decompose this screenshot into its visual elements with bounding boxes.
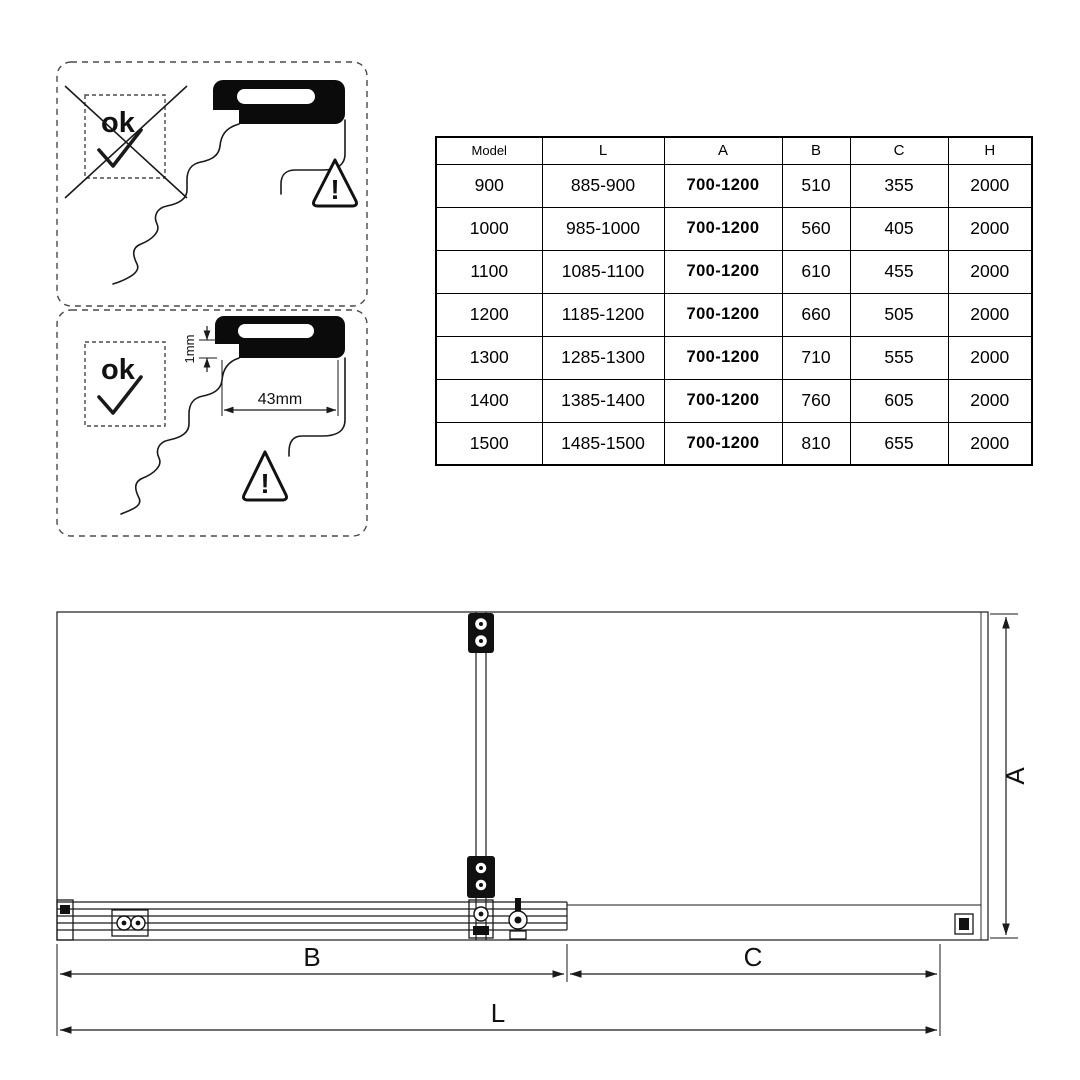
table-cell: 1085-1100 xyxy=(541,249,665,294)
table-cell: 700-1200 xyxy=(663,206,783,251)
header-a: A xyxy=(663,136,783,165)
installation-instructions: ok ! ok xyxy=(56,61,368,537)
table-cell: 700-1200 xyxy=(663,292,783,337)
dimension-a: A xyxy=(990,613,1030,939)
table-cell: 510 xyxy=(781,163,851,208)
table-cell: 1300 xyxy=(435,335,543,380)
enclosure-outline xyxy=(56,611,989,941)
ok-box xyxy=(84,341,166,427)
table-cell: 1185-1200 xyxy=(541,292,665,337)
header-h: H xyxy=(947,136,1033,165)
ok-label: ok xyxy=(101,107,136,139)
table-cell: 1500 xyxy=(435,421,543,466)
table-cell: 2000 xyxy=(947,335,1033,380)
header-b: B xyxy=(781,136,851,165)
table-cell: 1385-1400 xyxy=(541,378,665,423)
table-cell: 2000 xyxy=(947,292,1033,337)
warning-icon: ! xyxy=(312,158,358,208)
table-cell: 700-1200 xyxy=(663,335,783,380)
dimension-43mm: 43mm xyxy=(221,360,339,416)
table-cell: 2000 xyxy=(947,206,1033,251)
table-cell: 885-900 xyxy=(541,163,665,208)
table-header-row: Model L A B C H xyxy=(435,136,1033,165)
table-cell: 1485-1500 xyxy=(541,421,665,466)
enclosure-top-view-drawing: B C L A xyxy=(56,611,1030,1036)
table-cell: 1100 xyxy=(435,249,543,294)
table-cell: 2000 xyxy=(947,378,1033,423)
left-roller-assembly xyxy=(111,909,149,937)
wall-outline xyxy=(288,357,346,457)
dimension-1mm: 1mm xyxy=(182,326,217,372)
table-cell: 505 xyxy=(849,292,949,337)
table-cell: 405 xyxy=(849,206,949,251)
table-cell: 700-1200 xyxy=(663,163,783,208)
table-cell: 610 xyxy=(781,249,851,294)
table-row: 1400 1385-1400 700-1200 760 605 2000 xyxy=(435,378,1033,423)
table-row: 1100 1085-1100 700-1200 610 455 2000 xyxy=(435,249,1033,294)
table-cell: 1200 xyxy=(435,292,543,337)
table-cell: 700-1200 xyxy=(663,421,783,466)
dimension-table: Model L A B C H 900 885-900 700-1200 510… xyxy=(435,136,1033,466)
table-cell: 700-1200 xyxy=(663,378,783,423)
dim-l-label: L xyxy=(491,998,505,1028)
cross-out-line xyxy=(64,85,188,199)
table-cell: 700-1200 xyxy=(663,249,783,294)
center-roller-assembly xyxy=(468,899,494,939)
svg-text:!: ! xyxy=(330,174,339,205)
dim-b-label: B xyxy=(303,942,320,972)
checkmark-icon xyxy=(97,128,143,168)
wall-outline xyxy=(112,123,240,285)
handle-knob xyxy=(508,898,528,940)
table-row: 1500 1485-1500 700-1200 810 655 2000 xyxy=(435,421,1033,466)
rail-profile-icon xyxy=(213,80,345,124)
table-cell: 810 xyxy=(781,421,851,466)
rail-profile-icon xyxy=(215,316,345,358)
wrong-method-figure: ok ! xyxy=(56,61,368,307)
table-cell: 985-1000 xyxy=(541,206,665,251)
table-cell: 605 xyxy=(849,378,949,423)
table-cell: 2000 xyxy=(947,163,1033,208)
checkmark-icon xyxy=(97,375,143,415)
ok-box-crossed xyxy=(84,94,166,179)
table-cell: 900 xyxy=(435,163,543,208)
table-row: 900 885-900 700-1200 510 355 2000 xyxy=(435,163,1033,208)
header-l: L xyxy=(541,136,665,165)
dim-43mm-label: 43mm xyxy=(258,391,302,408)
header-model: Model xyxy=(435,136,543,165)
wall-outline xyxy=(280,119,346,195)
table-cell: 660 xyxy=(781,292,851,337)
dim-1mm-label: 1mm xyxy=(182,335,197,364)
table-cell: 1285-1300 xyxy=(541,335,665,380)
ok-label: ok xyxy=(101,354,136,386)
right-end-block xyxy=(954,913,974,935)
table-cell: 355 xyxy=(849,163,949,208)
table-cell: 560 xyxy=(781,206,851,251)
dim-a-label: A xyxy=(1000,767,1030,785)
warning-icon: ! xyxy=(242,450,288,502)
wall-outline xyxy=(120,357,240,515)
correct-method-figure: ok 1mm 43mm xyxy=(56,309,368,537)
left-end-cap xyxy=(56,899,74,941)
table-cell: 2000 xyxy=(947,421,1033,466)
table-cell: 760 xyxy=(781,378,851,423)
table-row: 1300 1285-1300 700-1200 710 555 2000 xyxy=(435,335,1033,380)
table-cell: 1400 xyxy=(435,378,543,423)
table-row: 1200 1185-1200 700-1200 660 505 2000 xyxy=(435,292,1033,337)
table-cell: 1000 xyxy=(435,206,543,251)
table-row: 1000 985-1000 700-1200 560 405 2000 xyxy=(435,206,1033,251)
header-c: C xyxy=(849,136,949,165)
dim-c-label: C xyxy=(744,942,763,972)
table-cell: 555 xyxy=(849,335,949,380)
top-bracket-hardware xyxy=(468,613,494,653)
dimension-l: L xyxy=(59,998,938,1034)
table-cell: 455 xyxy=(849,249,949,294)
mid-connector-hardware xyxy=(467,856,495,898)
svg-text:!: ! xyxy=(260,468,269,499)
dimension-b: B xyxy=(59,942,565,978)
table-cell: 655 xyxy=(849,421,949,466)
table-cell: 2000 xyxy=(947,249,1033,294)
table-cell: 710 xyxy=(781,335,851,380)
dimension-c: C xyxy=(569,942,938,978)
